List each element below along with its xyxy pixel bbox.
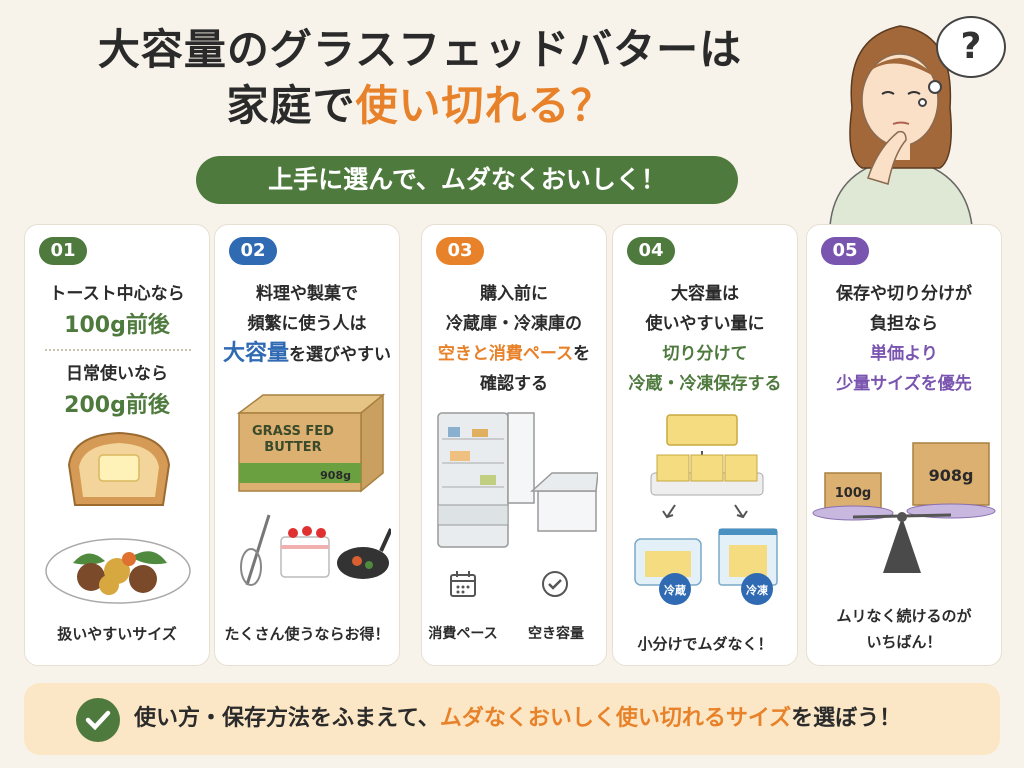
check-circle-icon [542,571,568,597]
thought-dot [928,80,942,94]
small-box-label: 100g [835,486,871,501]
card-text: 冷蔵庫・冷凍庫の [446,314,582,334]
title-line1: 大容量のグラスフェッドバターは [97,25,743,74]
card-05: 05 保存や切り分けが 負担なら 単価より 少量サイズを優先 100g 908g… [806,224,1002,666]
card-text: トースト中心なら [49,284,185,304]
sauteed-vegetables-illustration [45,538,191,604]
card-text: 日常使いなら [66,364,168,384]
card-footer-line1: ムリなく続けるのが [836,607,972,625]
summary-banner: 使い方・保存方法をふまえて、ムダなくおいしく使い切れるサイズを選ぼう！ [24,683,1000,755]
card-text: 大容量は [671,284,739,304]
title-line2-accent: 使い切れる？ [355,81,614,130]
title-line2: 家庭で使い切れる？ [60,78,780,134]
icon-label-consumption-pace: 消費ペース [428,626,498,642]
card-text-rest: を選びやすい [289,345,391,365]
card-footer: 小分けでムダなく！ [637,635,773,653]
card-footer: 扱いやすいサイズ [57,625,177,643]
card-text: 負担なら [870,314,938,334]
baking-tools-illustration [240,514,391,586]
card-text: 料理や製菓で [256,284,358,304]
card-highlight: 単価より [870,344,938,364]
card-text: 使いやすい量に [645,314,765,334]
card-highlight: 200g前後 [64,393,170,418]
page-title: 大容量のグラスフェッドバターは 家庭で使い切れる？ [60,22,780,134]
divider [45,349,191,351]
box-label-line2: BUTTER [264,440,321,455]
large-box-label: 908g [929,466,974,485]
fridge-tag: 冷蔵 [664,583,686,597]
card-text: 購入前に [480,284,548,304]
card-text: 保存や切り分けが [836,284,972,304]
card-highlight: 少量サイズを優先 [836,374,972,394]
subtitle-pill: 上手に選んで、ムダなくおいしく！ [196,156,738,204]
scale-comparison-illustration: 100g 908g [812,442,996,573]
summary-suffix: を選ぼう！ [791,706,902,731]
thought-dot [918,98,927,107]
calendar-icon [450,571,476,597]
card-highlight: 冷蔵・冷凍保存する [628,374,782,394]
card-highlight: 切り分けて [662,344,748,364]
summary-text: 使い方・保存方法をふまえて、ムダなくおいしく使い切れるサイズを選ぼう！ [134,683,994,755]
butter-box-illustration: GRASS FED BUTTER 908g [236,393,386,493]
card-text: 頻繁に使う人は [247,314,367,334]
card-02: 02 料理や製菓で 頻繁に使う人は 大容量を選びやすい GRASS FED BU… [214,224,400,666]
card-number-badge: 03 [436,237,484,265]
thinking-woman-illustration [829,25,973,226]
card-number-badge: 05 [821,237,869,265]
card-footer-line2: いちばん！ [866,633,942,651]
card-highlight: 大容量 [222,341,289,366]
card-03: 03 購入前に 冷蔵庫・冷凍庫の 空きと消費ペースを 確認する 消費ペース 空き… [421,224,607,666]
summary-accent: ムダなくおいしく使い切れるサイズ [439,706,792,731]
fridge-freezer-illustration [437,412,598,548]
title-line2-prefix: 家庭で [226,81,356,130]
butter-portioning-illustration: 冷蔵 冷凍 [634,414,778,605]
card-04: 04 大容量は 使いやすい量に 切り分けて 冷蔵・冷凍保存する 冷蔵 冷凍 小分… [612,224,798,666]
toast-illustration [67,431,171,506]
card-01: 01 トースト中心なら 100g前後 日常使いなら 200g前後 扱いやすいサイ… [24,224,210,666]
summary-prefix: 使い方・保存方法をふまえて、 [134,706,440,731]
card-highlight: 空きと消費ペース [437,344,574,364]
icon-label-free-space: 空き容量 [528,626,584,642]
card-text: 大容量を選びやすい [215,339,399,370]
card-number-badge: 02 [229,237,277,265]
card-text-rest: を [573,344,591,364]
freezer-tag: 冷凍 [746,583,769,597]
card-highlight: 100g前後 [64,313,170,338]
question-thought-bubble: ? [936,16,1006,78]
card-number-badge: 01 [39,237,87,265]
box-label-line1: GRASS FED [252,424,334,439]
card-number-badge: 04 [627,237,675,265]
card-text: 空きと消費ペースを [422,339,606,369]
box-weight-label: 908g [320,469,351,482]
card-footer: たくさん使うならお得！ [224,625,390,643]
card-text: 確認する [480,374,548,394]
check-icon [76,698,120,742]
